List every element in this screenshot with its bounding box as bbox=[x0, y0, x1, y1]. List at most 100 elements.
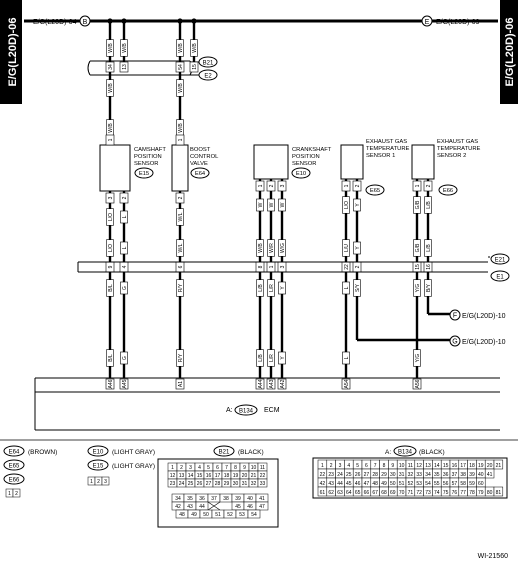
e1-badge: E1 bbox=[496, 275, 504, 281]
upper-pin-box bbox=[175, 61, 185, 73]
legend-b21-row-cell-label: 31 bbox=[242, 481, 248, 487]
legend-b134-row-cell-label: 24 bbox=[337, 472, 343, 478]
legend-b134-row-cell-label: 20 bbox=[487, 463, 493, 469]
legend-b134-row-cell-label: 8 bbox=[383, 463, 386, 469]
component-wire-color-box bbox=[413, 196, 421, 214]
ecm-wire-color: L/R bbox=[269, 354, 275, 362]
f-marker: F bbox=[453, 313, 457, 320]
legend-b21-row-cell-label: 7 bbox=[225, 465, 228, 471]
component-pin: 1 bbox=[344, 184, 350, 187]
legend-b134-row-cell-label: 28 bbox=[372, 472, 378, 478]
legend-b134-row-cell-label: 35 bbox=[434, 472, 440, 478]
egt2-title-line: EXHAUST GAS bbox=[437, 139, 478, 145]
legend-b21-row-cell-label: 13 bbox=[179, 473, 185, 479]
boost-title-line: BOOST bbox=[190, 147, 211, 153]
legend-b21-row-cell-label: 16 bbox=[206, 473, 212, 479]
legend-pin123-cell-label: 2 bbox=[97, 479, 100, 485]
ecm-pin-box bbox=[105, 378, 115, 390]
legend-b134-row-cell-label: 52 bbox=[408, 481, 414, 487]
ecm-wire-color: L/B bbox=[258, 354, 264, 362]
component-wire-color: L bbox=[122, 215, 128, 218]
legend-b134-prefix: A: bbox=[385, 449, 391, 456]
mid-upper-wire-color-box bbox=[342, 239, 350, 257]
e21-badge: E21 bbox=[495, 258, 506, 264]
component-wire-color-box bbox=[278, 198, 286, 212]
legend-b134-row-cell-label: 54 bbox=[425, 481, 431, 487]
legend-b134-row-cell bbox=[493, 459, 504, 470]
legend-b21-row-cell-label: 2 bbox=[180, 465, 183, 471]
mid-upper-wire-color: W/G bbox=[280, 243, 286, 253]
ecm-pin: A46 bbox=[108, 379, 114, 388]
legend-b134-row-cell-label: 7 bbox=[374, 463, 377, 469]
legend-b134-row-cell-label: 57 bbox=[452, 481, 458, 487]
legend-b134-row-cell-label: 17 bbox=[460, 463, 466, 469]
mid-lower-wire-color-box bbox=[176, 279, 184, 297]
legend-b134-row-cell-label: 49 bbox=[381, 481, 387, 487]
legend-b134-row-cell-label: 81 bbox=[496, 490, 502, 496]
mid-upper-wire-color: L/U bbox=[344, 244, 350, 252]
legend-b21-row-cell bbox=[257, 478, 268, 488]
component-wire-color-box bbox=[342, 196, 350, 214]
component-pin-box bbox=[105, 192, 115, 204]
component-pin-box bbox=[423, 180, 433, 192]
legend-b21-lower-cell-label: 49 bbox=[191, 512, 197, 518]
legend-b21-row-cell-label: 24 bbox=[179, 481, 185, 487]
legend-b134-row-cell bbox=[493, 486, 504, 497]
component-wire-color-box bbox=[176, 208, 184, 226]
legend-b134-row-cell-label: 10 bbox=[399, 463, 405, 469]
legend-b134-row-cell-label: 12 bbox=[416, 463, 422, 469]
sidebar-title-right: E/G(L20D)-06 bbox=[504, 17, 516, 86]
ecm-wire-color-box bbox=[342, 351, 350, 365]
mid-upper-wire-color-box bbox=[106, 239, 114, 257]
upper-wire-color-box bbox=[190, 39, 198, 57]
mid-lower-wire-color-box bbox=[256, 279, 264, 297]
upper-wire-color-lower: W/B bbox=[108, 83, 114, 93]
legend-b134-row-cell-label: 56 bbox=[443, 481, 449, 487]
legend-b134-row-cell-label: 29 bbox=[381, 472, 387, 478]
cam-title-line: CAMSHAFT bbox=[134, 147, 166, 153]
cam-top-pin: 1 bbox=[108, 138, 114, 141]
legend-b134-row-cell-label: 41 bbox=[487, 472, 493, 478]
cam-sensor-box bbox=[99, 144, 131, 192]
mid-lower-wire-color: R/Y bbox=[178, 283, 184, 292]
legend-b134-row-cell-label: 33 bbox=[416, 472, 422, 478]
upper-wire-color-box bbox=[106, 39, 114, 57]
mid-pin: 3 bbox=[280, 265, 286, 268]
legend-b21-color: (BLACK) bbox=[238, 449, 264, 456]
middle-connector-strip: E21 E1 bbox=[77, 253, 510, 282]
crank-sensor-box bbox=[253, 144, 289, 180]
legend-b21-lower-cell-label: 44 bbox=[199, 504, 205, 510]
mid-upper-wire-color: L/B bbox=[426, 244, 432, 252]
component-wire-color-box bbox=[106, 208, 114, 226]
ecm-wire-color: B/L bbox=[108, 354, 114, 362]
legend-b134-row-cell-label: 1 bbox=[321, 463, 324, 469]
legend-b21-row-cell-label: 26 bbox=[197, 481, 203, 487]
legend-b134-row-cell-label: 45 bbox=[346, 481, 352, 487]
legend-pin123-cell bbox=[101, 476, 110, 486]
component-pin-box bbox=[119, 192, 129, 204]
legend-b21-row-cell-label: 5 bbox=[207, 465, 210, 471]
legend-b21-row-cell-label: 25 bbox=[188, 481, 194, 487]
legend-b21-row-cell-label: 6 bbox=[216, 465, 219, 471]
legend-e15-badge: E15 bbox=[93, 464, 104, 470]
component-pin: 3 bbox=[280, 184, 286, 187]
ecm-pin: A45 bbox=[122, 379, 128, 388]
egt1-badge-ring bbox=[365, 184, 385, 196]
mid-lower-wire-color-box bbox=[106, 279, 114, 297]
mid-lower-wire-color: L/B bbox=[258, 284, 264, 292]
mid-lower-wire-color: L/R bbox=[269, 284, 275, 292]
ecm-label-badge: B134 bbox=[239, 409, 254, 415]
ecm-pin-box bbox=[119, 378, 129, 390]
ecm-pin-box bbox=[412, 378, 422, 390]
upper-wire-color-box bbox=[176, 39, 184, 57]
upper-wire-color-lower: W/B bbox=[178, 83, 184, 93]
component-wire-color: W bbox=[280, 202, 286, 207]
boost-valve-box bbox=[171, 144, 189, 192]
legend-b134-row-cell-label: 53 bbox=[416, 481, 422, 487]
legend-b21-row-cell-label: 29 bbox=[224, 481, 230, 487]
crank-title-line: SENSOR bbox=[292, 161, 316, 167]
